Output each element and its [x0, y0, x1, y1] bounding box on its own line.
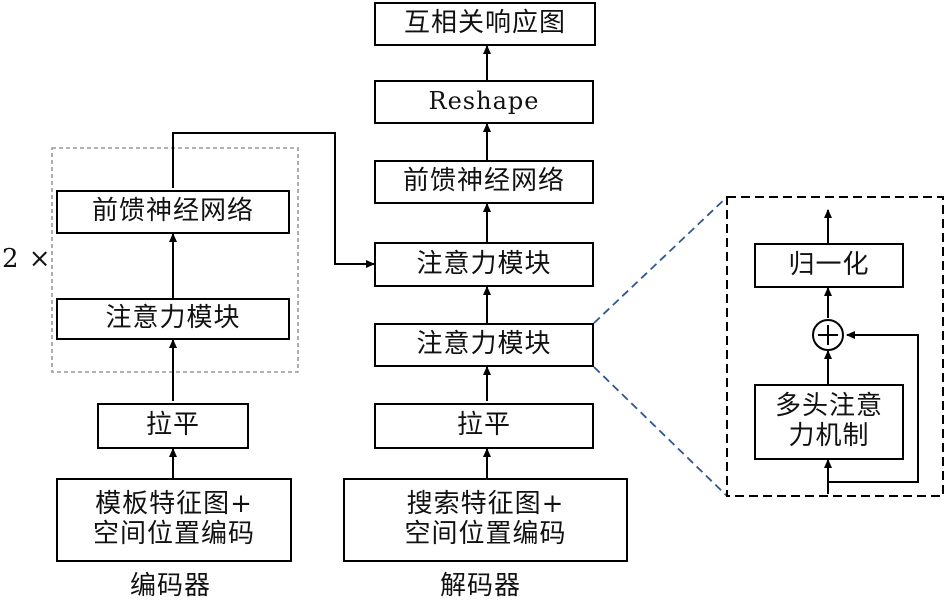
- decoder-feedforward-label: 前馈神经网络: [402, 166, 565, 197]
- decoder-input-line2: 空间位置编码: [404, 519, 567, 549]
- encoder-attention-label: 注意力模块: [105, 303, 241, 334]
- zoom-line-top: [593, 196, 728, 324]
- detail-norm-label: 归一化: [788, 249, 870, 280]
- decoder-input-line1: 搜索特征图+: [406, 489, 565, 520]
- decoder-attention2-box: 注意力模块: [374, 242, 594, 287]
- decoder-input-box: 搜索特征图+ 空间位置编码: [343, 478, 628, 562]
- detail-mha-line2: 力机制: [788, 421, 870, 451]
- encoder-feedforward-label: 前馈神经网络: [91, 196, 254, 227]
- encoder-input-line1: 模板特征图+: [95, 489, 253, 520]
- detail-mha-box: 多头注意 力机制: [754, 384, 904, 460]
- decoder-attention2-label: 注意力模块: [416, 248, 552, 279]
- decoder-attention1-box: 注意力模块: [374, 323, 594, 367]
- decoder-output-label: 互相关响应图: [403, 8, 566, 39]
- decoder-attention1-label: 注意力模块: [416, 329, 552, 360]
- decoder-reshape-label: Reshape: [428, 87, 540, 116]
- decoder-feedforward-box: 前馈神经网络: [374, 160, 594, 204]
- decoder-output-box: 互相关响应图: [374, 2, 596, 46]
- encoder-feedforward-box: 前馈神经网络: [56, 190, 290, 234]
- arrow-enc-to-dec: [172, 132, 375, 268]
- decoder-flatten-label: 拉平: [456, 410, 511, 441]
- decoder-flatten-box: 拉平: [374, 403, 594, 449]
- encoder-repeat-label: 2 ×: [2, 244, 52, 274]
- encoder-attention-box: 注意力模块: [56, 298, 290, 340]
- residual-connection: [828, 331, 919, 483]
- zoom-line-bottom: [593, 366, 728, 497]
- encoder-flatten-label: 拉平: [145, 410, 200, 441]
- encoder-input-line2: 空间位置编码: [92, 519, 255, 549]
- detail-panel: [726, 196, 944, 497]
- encoder-repeat-group: [51, 147, 299, 373]
- detail-mha-line1: 多头注意: [774, 391, 883, 422]
- detail-norm-box: 归一化: [754, 243, 904, 288]
- encoder-input-box: 模板特征图+ 空间位置编码: [56, 478, 292, 562]
- decoder-caption: 解码器: [440, 571, 522, 601]
- encoder-caption: 编码器: [130, 571, 212, 601]
- encoder-flatten-box: 拉平: [97, 403, 249, 449]
- decoder-reshape-box: Reshape: [374, 80, 594, 124]
